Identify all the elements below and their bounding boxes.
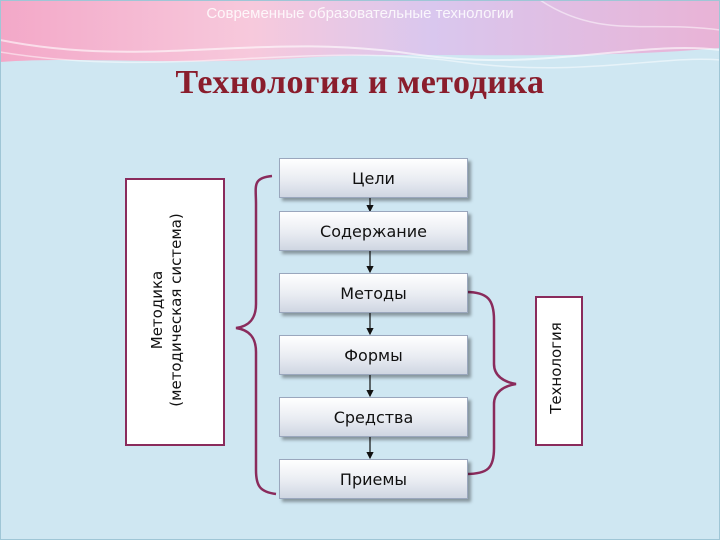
step-box-techniques: Приемы — [279, 459, 468, 499]
step-box-means: Средства — [279, 397, 468, 437]
step-box-methods: Методы — [279, 273, 468, 313]
step-box-goals: Цели — [279, 158, 468, 198]
left-curly-brace — [235, 174, 277, 496]
step-box-forms: Формы — [279, 335, 468, 375]
technology-frame — [535, 296, 583, 446]
right-curly-brace — [465, 290, 517, 476]
step-box-content: Содержание — [279, 211, 468, 251]
header-subtitle: Современные образовательные технологии — [206, 5, 514, 22]
methodology-frame — [125, 178, 225, 446]
slide-title: Технология и методика — [175, 64, 545, 101]
